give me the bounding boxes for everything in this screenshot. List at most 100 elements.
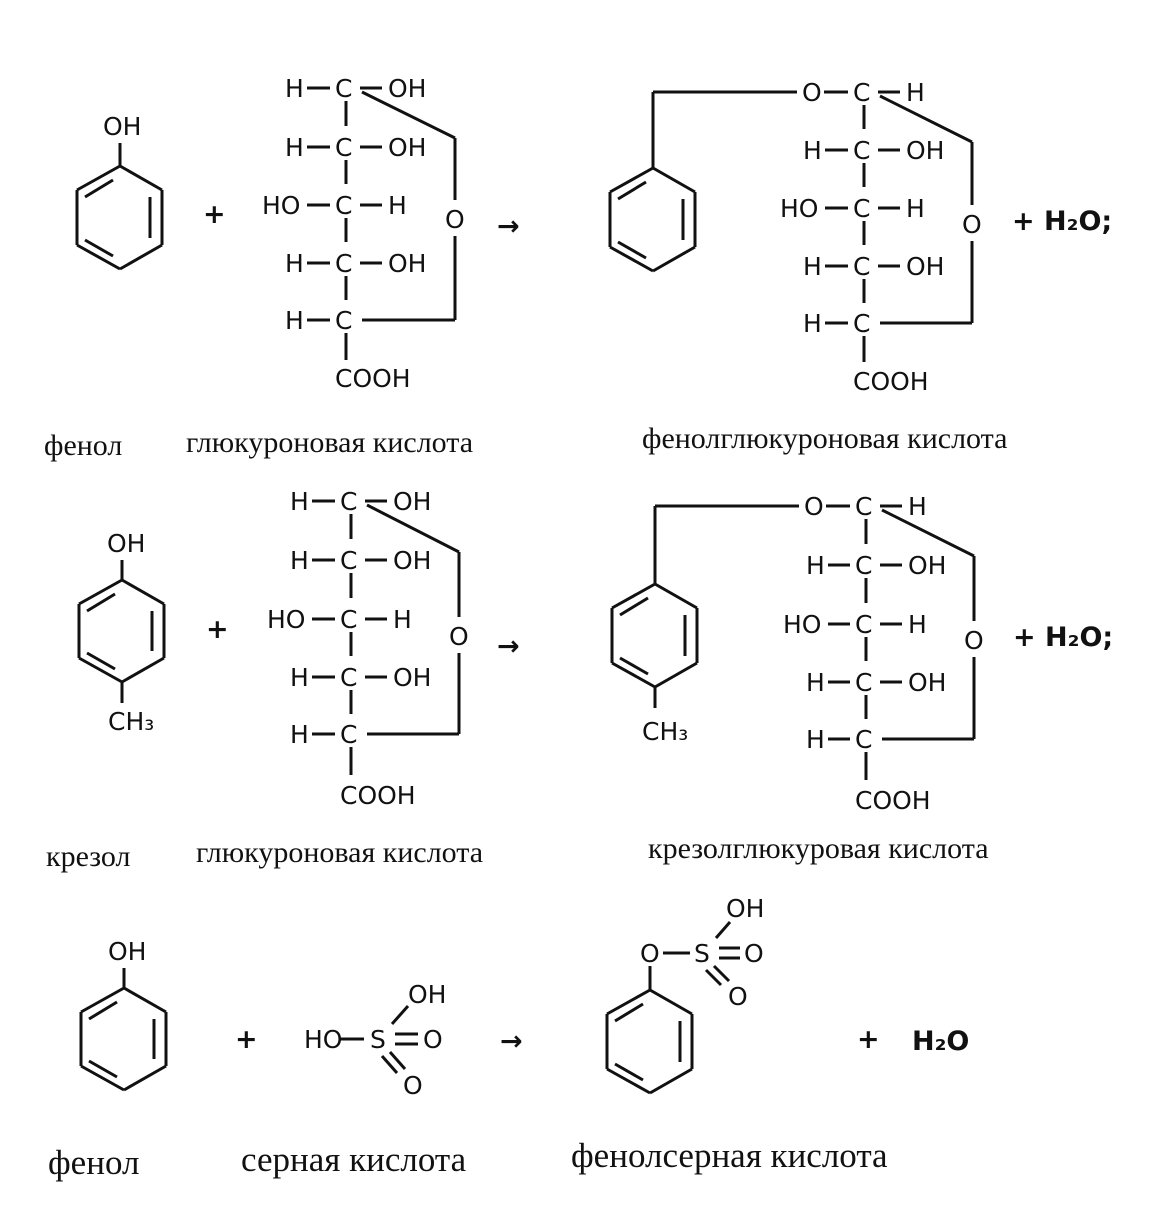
glycosidic-oxygen-label: O [802, 78, 822, 107]
substituent-left: H [285, 249, 304, 278]
carbon-label: C [855, 725, 872, 754]
substituent-right: OH [393, 663, 431, 692]
benzene-ring [605, 988, 694, 1095]
reaction-3: OH + HO S O OH [48, 894, 969, 1182]
carbon-label: C [335, 306, 352, 335]
plus-sign: + [206, 614, 229, 645]
carbon-label: C [855, 492, 872, 521]
substituent-right: H [908, 492, 927, 521]
carbon-label: C [855, 610, 872, 639]
carbon-label: C [853, 309, 870, 338]
methyl-label: CH₃ [642, 717, 688, 746]
sulfur-label: S [694, 939, 710, 968]
substituent-left: HO [267, 605, 305, 634]
phenolsulfate-molecule: O S O OH O [605, 894, 764, 1095]
carbon-label: C [335, 191, 352, 220]
substituent-left: H [806, 668, 825, 697]
hydroxyl-label: OH [408, 980, 446, 1009]
reactant-1-label: крезол [46, 840, 131, 873]
glucuronic-acid-molecule: H C OH H C OH HO C H H C OH H C [267, 487, 469, 810]
carbon-label: C [853, 136, 870, 165]
carbon-label: C [853, 252, 870, 281]
carboxyl-label: COOH [335, 364, 411, 393]
substituent-left: HO [783, 610, 821, 639]
cresolglucuronide-molecule: CH₃ O C H H C OH HO C H H C OH H C [610, 492, 984, 815]
benzene-ring [79, 986, 168, 1092]
reactant-2-label: серная кислота [241, 1140, 467, 1179]
plus-sign: + [203, 199, 226, 230]
plus-sign: + [857, 1024, 880, 1055]
substituent-right: OH [388, 249, 426, 278]
reaction-arrow: → [497, 211, 520, 242]
hydroxyl-label: HO [304, 1025, 342, 1054]
substituent-left: H [290, 487, 309, 516]
substituent-left: H [290, 663, 309, 692]
substituent-left: HO [780, 194, 818, 223]
water-byproduct: + H₂O; [1013, 622, 1113, 653]
substituent-left: H [806, 725, 825, 754]
substituent-right: OH [388, 74, 426, 103]
substituent-left: H [285, 133, 304, 162]
reactant-1-label: фенол [44, 429, 122, 462]
oxo-label: O [728, 982, 748, 1011]
substituent-left: H [803, 309, 822, 338]
carbon-label: C [340, 487, 357, 516]
substituent-right: OH [908, 551, 946, 580]
product-label: фенолглюкуроновая кислота [642, 422, 1007, 455]
product-label: фенолсерная кислота [571, 1136, 888, 1175]
hydroxyl-label: OH [107, 529, 145, 558]
substituent-left: H [803, 252, 822, 281]
benzene-ring [75, 164, 164, 271]
carboxyl-label: COOH [853, 367, 929, 396]
water-byproduct: H₂O [912, 1026, 969, 1057]
hydroxyl-label: OH [103, 112, 141, 141]
hydroxyl-label: OH [726, 894, 764, 923]
substituent-left: H [803, 136, 822, 165]
glycosidic-oxygen-label: O [804, 492, 824, 521]
benzene-ring [77, 578, 166, 684]
cresol-molecule: OH CH₃ [77, 529, 166, 736]
oxo-label: O [403, 1071, 423, 1100]
sulfur-label: S [370, 1025, 386, 1054]
methyl-label: CH₃ [108, 707, 154, 736]
benzene-ring [610, 582, 699, 689]
substituent-right: H [908, 610, 927, 639]
substituent-right: H [393, 605, 412, 634]
carbon-label: C [335, 249, 352, 278]
substituent-right: OH [393, 546, 431, 575]
substituent-left: H [290, 546, 309, 575]
phenol-molecule: OH [79, 937, 168, 1092]
oxo-label: O [744, 939, 764, 968]
reactant-2-label: глюкуроновая кислота [196, 836, 483, 869]
carbon-label: C [853, 194, 870, 223]
sulfuric-acid-molecule: HO S O OH O [304, 980, 446, 1100]
carbon-label: C [340, 720, 357, 749]
ester-oxygen-label: O [640, 939, 660, 968]
reaction-arrow: → [497, 631, 520, 662]
glucuronic-acid-molecule: H C OH H C OH HO C H H C OH H C [262, 74, 465, 393]
substituent-left: H [290, 720, 309, 749]
reactant-1-label: фенол [48, 1143, 139, 1182]
substituent-right: OH [906, 252, 944, 281]
carboxyl-label: COOH [855, 786, 931, 815]
carbon-label: C [855, 551, 872, 580]
reaction-2: OH CH₃ + H C OH H [46, 487, 1113, 873]
substituent-right: OH [393, 487, 431, 516]
phenolglucuronide-molecule: O C H H C OH HO C H H C OH H C [608, 78, 982, 396]
reaction-1: OH + H C OH H C [44, 74, 1112, 462]
substituent-right: H [388, 191, 407, 220]
oxo-label: O [423, 1025, 443, 1054]
ring-oxygen-label: O [962, 210, 982, 239]
hydroxyl-label: OH [108, 937, 146, 966]
substituent-left: H [285, 306, 304, 335]
carbon-label: C [855, 668, 872, 697]
carbon-label: C [853, 78, 870, 107]
carbon-label: C [335, 74, 352, 103]
water-byproduct: + H₂O; [1012, 206, 1112, 237]
substituent-right: H [906, 194, 925, 223]
carbon-label: C [340, 663, 357, 692]
carbon-label: C [335, 133, 352, 162]
substituent-right: OH [388, 133, 426, 162]
